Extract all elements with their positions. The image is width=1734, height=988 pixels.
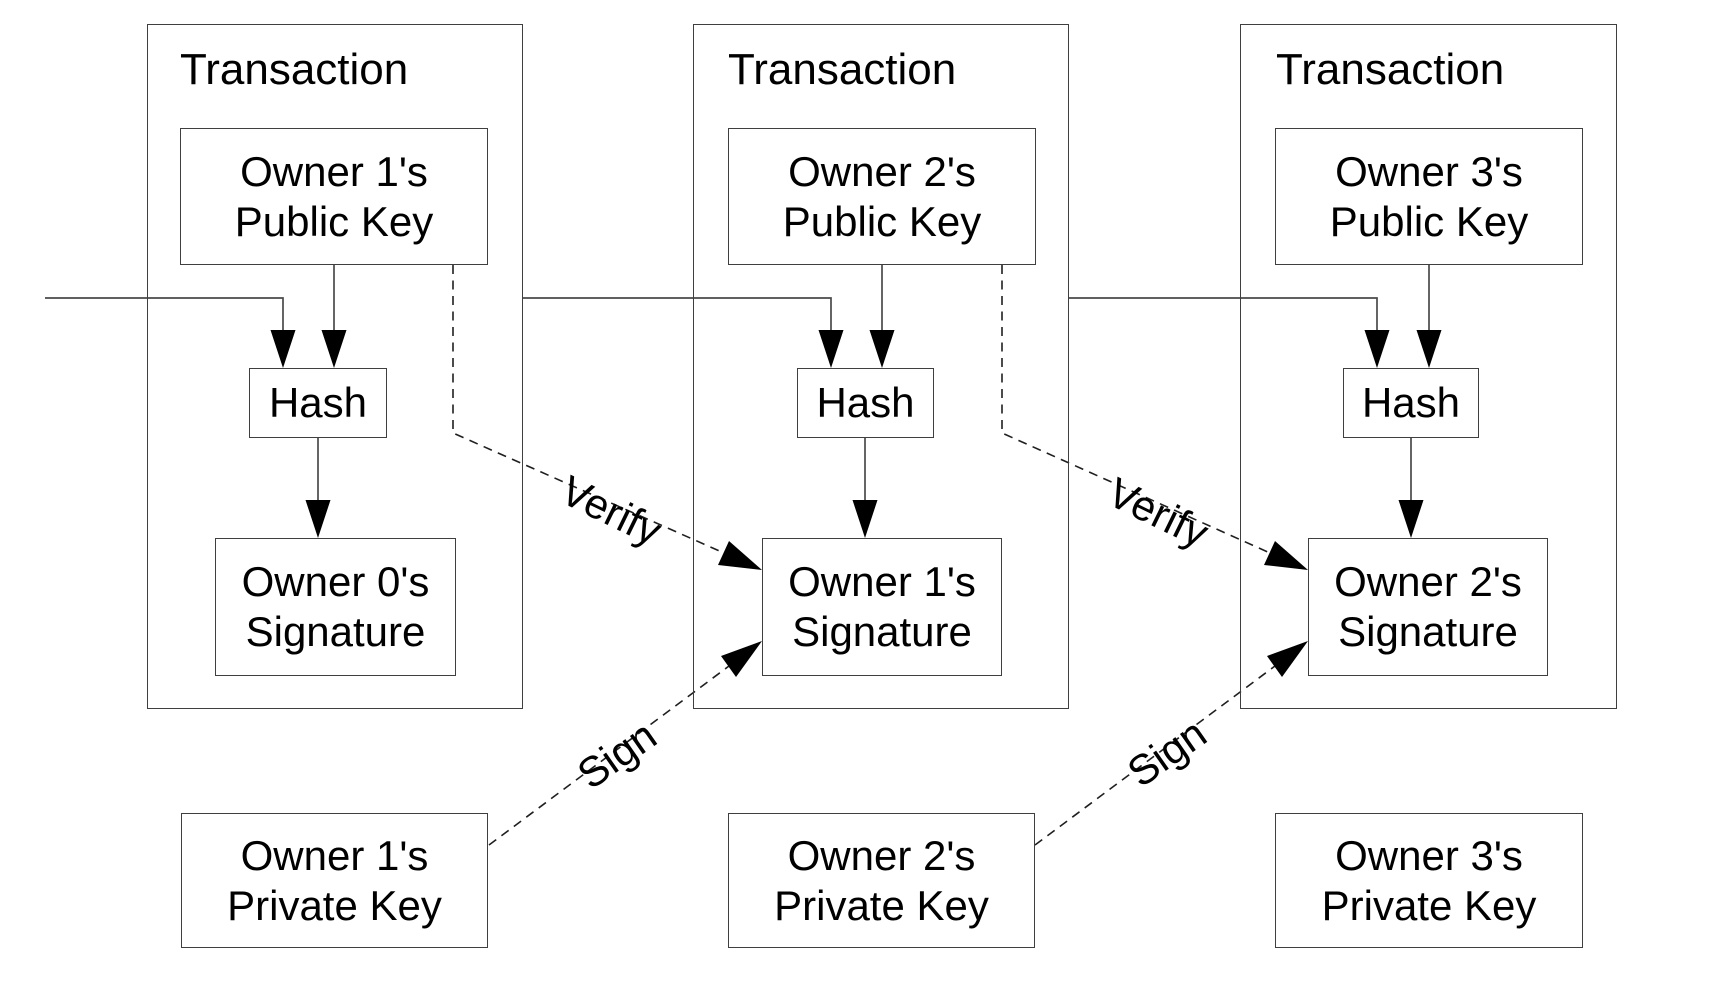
owner2-private-key-box: Owner 2's Private Key bbox=[728, 813, 1035, 948]
hash-box-3: Hash bbox=[1343, 368, 1479, 438]
owner3-private-key-box: Owner 3's Private Key bbox=[1275, 813, 1583, 948]
owner1-public-key-line2: Public Key bbox=[234, 197, 434, 245]
owner1-public-key-line1: Owner 1's bbox=[240, 147, 428, 195]
transaction-3-box bbox=[1240, 24, 1617, 709]
pubkey1-to-hash1-arrow bbox=[321, 265, 347, 368]
owner2-signature-box: Owner 2's Signature bbox=[1308, 538, 1548, 676]
owner3-private-key-line1: Owner 3's bbox=[1335, 831, 1523, 879]
transaction-1-box bbox=[147, 24, 523, 709]
owner0-signature-line1: Owner 0's bbox=[241, 558, 430, 606]
hash-label-1: Hash bbox=[268, 379, 368, 427]
owner0-signature-line2: Signature bbox=[245, 608, 426, 655]
pubkey3-to-hash3-arrow bbox=[1416, 265, 1442, 368]
owner3-public-key-line1: Owner 3's bbox=[1335, 147, 1523, 195]
owner2-public-key-line1: Owner 2's bbox=[788, 147, 976, 195]
owner1-signature-line2: Signature bbox=[792, 608, 972, 655]
owner2-public-key-line2: Public Key bbox=[782, 197, 982, 245]
transaction-2-box bbox=[693, 24, 1069, 709]
owner1-private-key-line2: Private Key bbox=[227, 881, 442, 929]
owner1-public-key-box: Owner 1's Public Key bbox=[180, 128, 488, 265]
hash2-to-signature2-arrow bbox=[852, 438, 878, 538]
owner1-private-key-box: Owner 1's Private Key bbox=[181, 813, 488, 948]
hash-box-2: Hash bbox=[797, 368, 934, 438]
owner2-private-key-line2: Private Key bbox=[774, 881, 989, 929]
owner1-signature-line1: Owner 1's bbox=[788, 558, 976, 606]
owner2-private-key-line1: Owner 2's bbox=[787, 831, 976, 879]
owner2-signature-line2: Signature bbox=[1338, 608, 1518, 655]
transaction-3-title: Transaction bbox=[1276, 45, 1505, 94]
owner3-public-key-box: Owner 3's Public Key bbox=[1275, 128, 1583, 265]
verify-arrow-pubkey1-to-signature2 bbox=[452, 265, 762, 570]
chain-line-tx1-to-tx2 bbox=[523, 297, 844, 368]
transaction-2-title: Transaction bbox=[728, 45, 957, 94]
sign-arrow-privkey2-to-signature3 bbox=[1034, 641, 1308, 846]
pubkey2-to-hash2-arrow bbox=[869, 265, 895, 368]
hash-label-2: Hash bbox=[816, 379, 915, 427]
owner0-signature-box: Owner 0's Signature bbox=[215, 538, 456, 676]
hash1-to-signature1-arrow bbox=[305, 438, 331, 538]
verify-arrow-pubkey2-to-signature3 bbox=[1001, 265, 1308, 570]
transaction-1-title: Transaction bbox=[180, 45, 409, 94]
owner2-public-key-box: Owner 2's Public Key bbox=[728, 128, 1036, 265]
incoming-chain-line-tx1 bbox=[45, 297, 296, 368]
hash-label-3: Hash bbox=[1361, 379, 1461, 427]
owner1-private-key-line1: Owner 1's bbox=[240, 831, 429, 879]
chain-line-tx2-to-tx3 bbox=[1069, 297, 1390, 368]
hash-box-1: Hash bbox=[249, 368, 387, 438]
owner3-private-key-line2: Private Key bbox=[1321, 881, 1537, 929]
sign-arrow-privkey1-to-signature2 bbox=[488, 641, 762, 846]
owner2-signature-line1: Owner 2's bbox=[1334, 558, 1522, 606]
owner1-signature-box: Owner 1's Signature bbox=[762, 538, 1002, 676]
hash3-to-signature3-arrow bbox=[1398, 438, 1424, 538]
owner3-public-key-line2: Public Key bbox=[1329, 197, 1529, 245]
